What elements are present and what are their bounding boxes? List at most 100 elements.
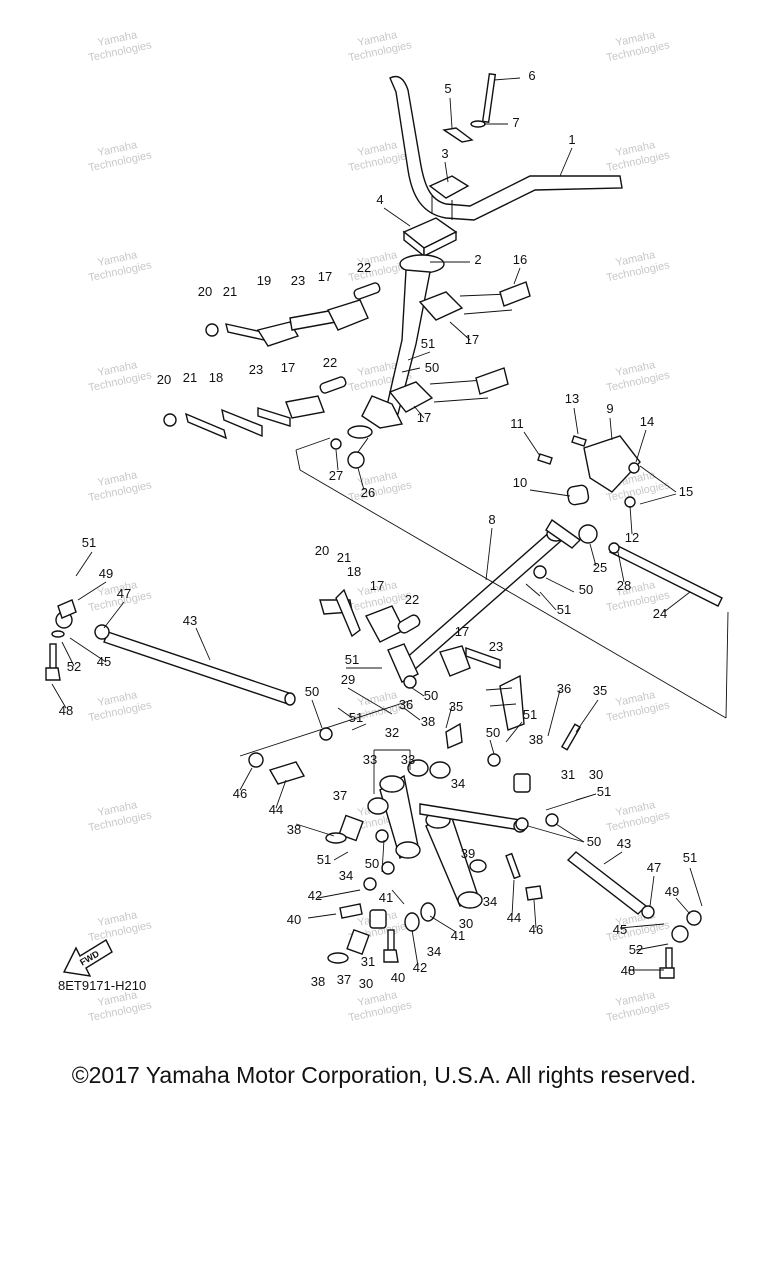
callout-38-61: 38 <box>421 714 435 729</box>
leader-line-37 <box>603 851 623 865</box>
leader-line-51 <box>401 367 421 373</box>
leader-line-35 <box>411 929 419 967</box>
callout-20-25: 20 <box>198 284 212 299</box>
callout-22-32: 22 <box>323 355 337 370</box>
leader-line-25 <box>337 707 353 719</box>
callout-51-93: 51 <box>82 535 96 550</box>
callout-48-82: 48 <box>59 703 73 718</box>
callout-12-11: 12 <box>625 530 639 545</box>
leader-line-12 <box>573 407 579 435</box>
callout-44-74: 44 <box>269 802 283 817</box>
leader-line-60 <box>539 591 557 611</box>
reference-line-0 <box>295 449 301 471</box>
callout-50-90: 50 <box>579 582 593 597</box>
callout-28-41: 28 <box>617 578 631 593</box>
callout-35-55: 35 <box>449 699 463 714</box>
leader-line-66 <box>333 851 349 861</box>
leader-line-14 <box>639 465 677 493</box>
leader-line-41 <box>619 923 665 929</box>
reference-line-2 <box>299 469 727 719</box>
callout-21-28: 21 <box>223 284 237 299</box>
leader-line-11 <box>629 505 633 535</box>
leader-line-45 <box>649 875 655 907</box>
callout-23-35: 23 <box>249 362 263 377</box>
handlebar-holder-lower <box>402 217 458 258</box>
leader-line-67 <box>689 867 703 907</box>
lower-bracket-row <box>163 376 347 440</box>
callout-50-89: 50 <box>486 725 500 740</box>
callout-50-87: 50 <box>425 360 439 375</box>
callout-26-39: 26 <box>361 485 375 500</box>
callout-29-42: 29 <box>341 672 355 687</box>
callout-43-72: 43 <box>183 613 197 628</box>
fwd-arrow-icon: FWD <box>62 939 113 977</box>
callout-40-67: 40 <box>391 970 405 985</box>
leader-line-8 <box>609 417 613 441</box>
callout-35-56: 35 <box>593 683 607 698</box>
callout-45-77: 45 <box>613 922 627 937</box>
callout-51-100: 51 <box>317 852 331 867</box>
callout-22-33: 22 <box>405 592 419 607</box>
nut-50 <box>533 565 547 579</box>
callout-37-60: 37 <box>337 972 351 987</box>
callout-24-37: 24 <box>653 606 667 621</box>
leader-line-5 <box>493 77 521 81</box>
callout-48-83: 48 <box>621 963 635 978</box>
callout-49-85: 49 <box>665 884 679 899</box>
leader-line-39 <box>511 879 515 917</box>
leader-line-36 <box>195 627 211 661</box>
callout-23-36: 23 <box>489 639 503 654</box>
callout-17-21: 17 <box>455 624 469 639</box>
callout-36-57: 36 <box>399 697 413 712</box>
leader-line-27 <box>445 705 453 729</box>
callout-47-81: 47 <box>647 860 661 875</box>
leader-line-24 <box>347 687 393 715</box>
callout-50-92: 50 <box>587 834 601 849</box>
handlebar-holder-upper <box>428 73 497 199</box>
callout-41-68: 41 <box>379 890 393 905</box>
callout-14-13: 14 <box>640 414 654 429</box>
leader-line-53 <box>489 739 495 755</box>
callout-51-96: 51 <box>345 652 359 667</box>
callout-30-45: 30 <box>359 976 373 991</box>
callout-16-15: 16 <box>513 252 527 267</box>
callout-22-31: 22 <box>357 260 371 275</box>
callout-17-16: 17 <box>318 269 332 284</box>
callout-31-47: 31 <box>361 954 375 969</box>
callout-23-34: 23 <box>291 273 305 288</box>
leader-line-26 <box>403 707 421 721</box>
leader-line-49 <box>675 897 691 915</box>
callout-33-50: 33 <box>401 752 415 767</box>
cotter-pin-51 <box>525 583 541 597</box>
callout-46-79: 46 <box>529 922 543 937</box>
leader-line-30 <box>295 823 335 837</box>
copyright-notice: ©2017 Yamaha Motor Corporation, U.S.A. A… <box>71 1062 697 1088</box>
callout-51-99: 51 <box>597 784 611 799</box>
callout-40-66: 40 <box>287 912 301 927</box>
leader-line-50 <box>311 699 323 729</box>
callout-45-76: 45 <box>97 654 111 669</box>
callout-15-14: 15 <box>679 484 693 499</box>
leader-line-56 <box>555 823 585 843</box>
callout-20-27: 20 <box>315 543 329 558</box>
callout-30-44: 30 <box>589 767 603 782</box>
leader-line-4 <box>449 97 453 129</box>
tie-rod-24 <box>578 524 723 607</box>
callout-21-29: 21 <box>183 370 197 385</box>
callout-33-49: 33 <box>363 752 377 767</box>
leader-line-17 <box>449 321 471 341</box>
leader-lines <box>51 77 729 971</box>
lower-hardware <box>325 722 582 964</box>
callout-27-40: 27 <box>329 468 343 483</box>
callout-1-0: 1 <box>568 132 575 147</box>
callout-52-102: 52 <box>67 659 81 674</box>
callout-34-53: 34 <box>339 868 353 883</box>
reference-line-1 <box>295 437 331 451</box>
leader-line-29 <box>575 699 599 733</box>
callout-34-54: 34 <box>427 944 441 959</box>
callout-47-80: 47 <box>117 586 131 601</box>
bracket-9 <box>537 435 641 508</box>
leader-line-0 <box>559 147 573 177</box>
callout-42-71: 42 <box>413 960 427 975</box>
callout-37-59: 37 <box>333 788 347 803</box>
